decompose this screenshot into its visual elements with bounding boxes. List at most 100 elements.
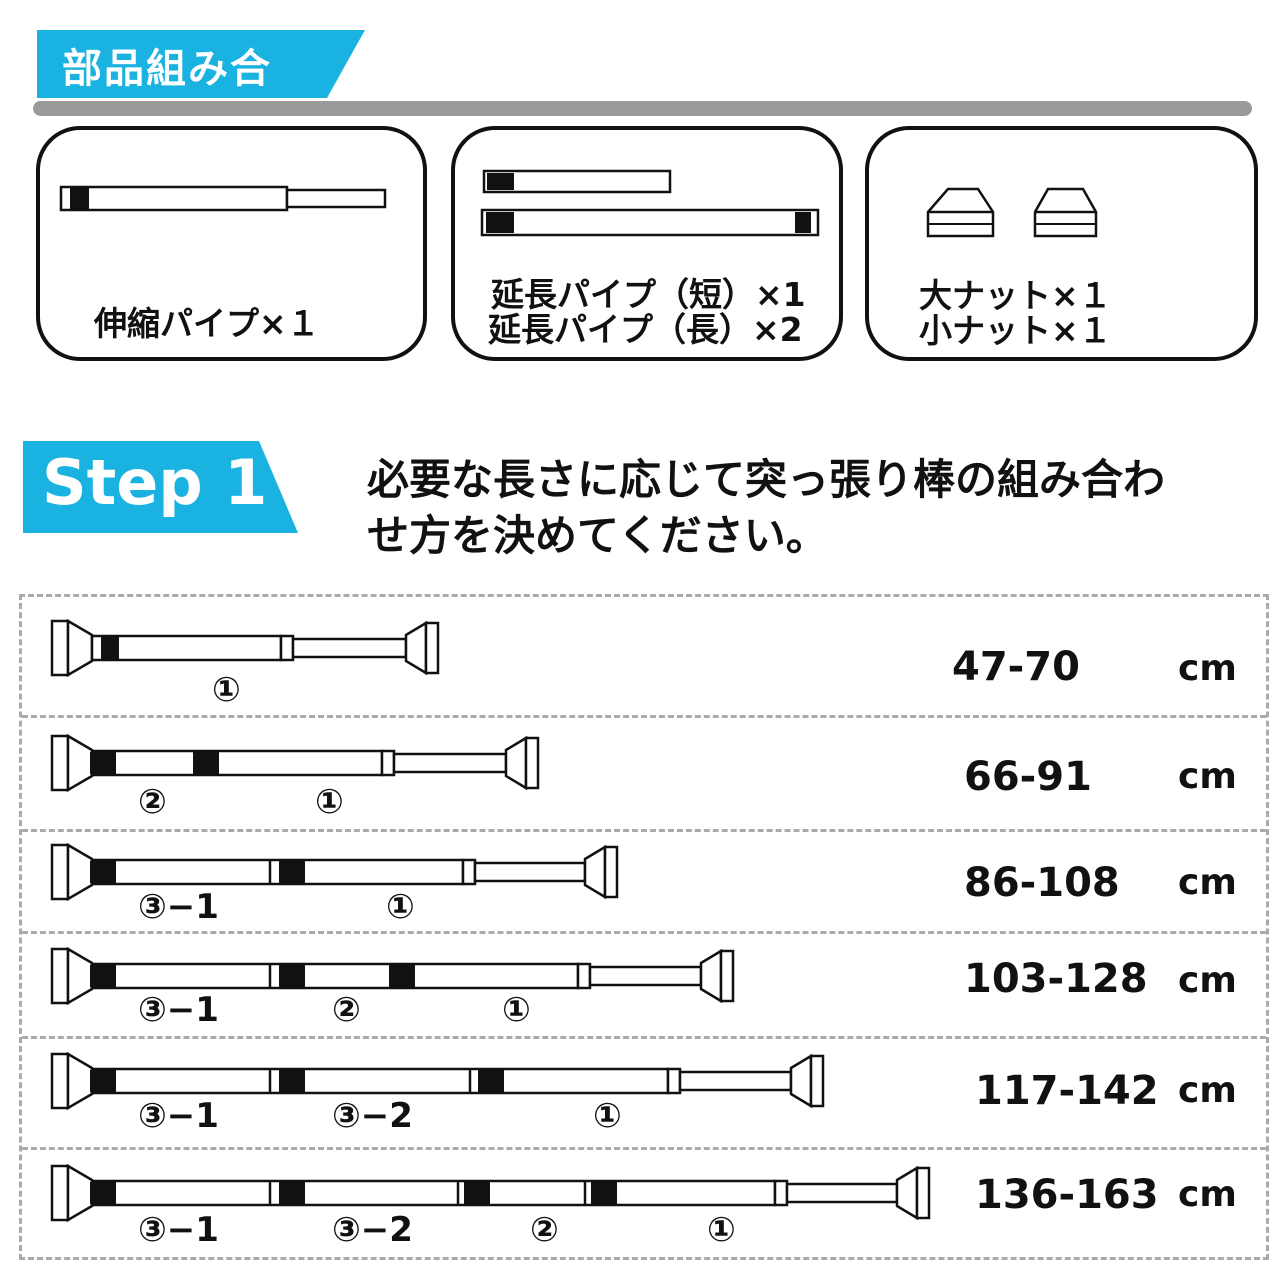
pipe-body bbox=[90, 858, 465, 886]
pipe-body bbox=[90, 634, 283, 662]
length-unit: cm bbox=[1178, 648, 1237, 689]
telescopic-pipe-label: 伸縮パイプ×１ bbox=[94, 304, 320, 343]
joint-block bbox=[279, 1182, 305, 1204]
large-nut-label: 大ナット×１ bbox=[919, 276, 1112, 315]
step-instruction: 必要な長さに応じて突っ張り棒の組み合わ せ方を決めてください。 bbox=[367, 452, 1237, 564]
piece-label: ① bbox=[593, 1096, 622, 1136]
length-unit: cm bbox=[1178, 1070, 1237, 1111]
right-cap-cone bbox=[504, 735, 528, 791]
left-end-cap bbox=[50, 843, 70, 901]
joint-block bbox=[464, 1182, 490, 1204]
title-underline bbox=[33, 101, 1252, 116]
pipe-collar bbox=[461, 858, 477, 886]
joint-block bbox=[279, 965, 305, 987]
right-end-cap bbox=[809, 1054, 825, 1108]
left-cap-cone bbox=[66, 1051, 94, 1111]
piece-label: ② bbox=[138, 782, 167, 822]
length-range: 66-91 bbox=[964, 754, 1092, 800]
step-label: Step 1 bbox=[42, 446, 268, 519]
right-cap-cone bbox=[404, 620, 428, 676]
combination-table bbox=[19, 594, 1269, 1260]
piece-label: ② bbox=[530, 1210, 559, 1250]
pipe-collar bbox=[666, 1067, 682, 1095]
right-end-cap bbox=[424, 621, 440, 675]
length-range: 117-142 bbox=[975, 1068, 1159, 1114]
left-cap-cone bbox=[66, 842, 94, 902]
pipe-collar bbox=[576, 962, 592, 990]
inner-pipe bbox=[291, 637, 408, 659]
row-divider bbox=[22, 931, 1266, 934]
joint-block bbox=[193, 752, 219, 774]
inner-pipe bbox=[588, 965, 703, 987]
row-divider bbox=[22, 1147, 1266, 1150]
telescopic-pipe-icon bbox=[59, 185, 387, 212]
instruction-line-2: せ方を決めてください。 bbox=[367, 511, 828, 560]
joint-block bbox=[478, 1070, 504, 1092]
joint-block bbox=[279, 861, 305, 883]
small-nut-label: 小ナット×１ bbox=[919, 311, 1112, 350]
part-box-telescopic-pipe: 伸縮パイプ×１ bbox=[36, 126, 427, 361]
joint-block bbox=[90, 861, 116, 883]
right-end-cap bbox=[719, 949, 735, 1003]
step-banner bbox=[23, 441, 298, 533]
title-banner bbox=[37, 30, 365, 98]
pipe-collar bbox=[773, 1179, 789, 1207]
piece-label: ① bbox=[386, 887, 415, 927]
length-range: 86-108 bbox=[964, 860, 1120, 906]
inner-pipe bbox=[785, 1182, 899, 1204]
length-unit: cm bbox=[1178, 960, 1237, 1001]
pipe-body bbox=[90, 1067, 670, 1095]
extension-pipes-icon bbox=[480, 169, 820, 237]
row-divider bbox=[22, 715, 1266, 718]
piece-label: ③−2 bbox=[332, 1096, 413, 1136]
length-range: 47-70 bbox=[952, 644, 1080, 690]
left-cap-cone bbox=[66, 733, 94, 793]
left-cap-cone bbox=[66, 1163, 94, 1223]
pipe-collar bbox=[380, 749, 396, 777]
length-unit: cm bbox=[1178, 1174, 1237, 1215]
pipe-collar bbox=[279, 634, 295, 662]
length-unit: cm bbox=[1178, 756, 1237, 797]
left-end-cap bbox=[50, 947, 70, 1005]
joint-block bbox=[101, 637, 119, 659]
length-unit: cm bbox=[1178, 862, 1237, 903]
joint-block bbox=[90, 965, 116, 987]
piece-label: ② bbox=[332, 990, 361, 1030]
extension-pipe-long-label: 延長パイプ（長）×2 bbox=[488, 310, 803, 349]
row-divider bbox=[22, 1036, 1266, 1039]
inner-pipe bbox=[473, 861, 587, 883]
piece-label: ③−1 bbox=[138, 887, 219, 927]
left-cap-cone bbox=[66, 946, 94, 1006]
instruction-line-1: 必要な長さに応じて突っ張り棒の組み合わ bbox=[367, 455, 1166, 504]
piece-label: ① bbox=[315, 782, 344, 822]
length-range: 103-128 bbox=[964, 956, 1148, 1002]
piece-label: ① bbox=[502, 990, 531, 1030]
inner-pipe bbox=[392, 752, 508, 774]
row-divider bbox=[22, 829, 1266, 832]
joint-block bbox=[279, 1070, 305, 1092]
left-end-cap bbox=[50, 734, 70, 792]
part-box-nuts: 大ナット×１ 小ナット×１ bbox=[865, 126, 1258, 361]
right-cap-cone bbox=[789, 1053, 813, 1109]
right-end-cap bbox=[603, 845, 619, 899]
pipe-body bbox=[90, 749, 384, 777]
joint-block bbox=[389, 965, 415, 987]
pipe-body bbox=[90, 1179, 777, 1207]
extension-pipe-short-label: 延長パイプ（短）×1 bbox=[491, 275, 806, 314]
right-cap-cone bbox=[895, 1165, 919, 1221]
inner-pipe bbox=[678, 1070, 793, 1092]
left-end-cap bbox=[50, 1052, 70, 1110]
right-end-cap bbox=[915, 1166, 931, 1220]
piece-label: ③−1 bbox=[138, 1210, 219, 1250]
pipe-body bbox=[90, 962, 580, 990]
section-title: 部品組み合 bbox=[62, 46, 272, 92]
left-end-cap bbox=[50, 1164, 70, 1222]
length-range: 136-163 bbox=[975, 1172, 1159, 1218]
right-cap-cone bbox=[699, 948, 723, 1004]
piece-label: ③−1 bbox=[138, 1096, 219, 1136]
part-box-extension-pipes: 延長パイプ（短）×1 延長パイプ（長）×2 bbox=[451, 126, 843, 361]
right-cap-cone bbox=[583, 844, 607, 900]
left-cap-cone bbox=[66, 618, 94, 678]
joint-block bbox=[90, 1070, 116, 1092]
joint-block bbox=[90, 1182, 116, 1204]
